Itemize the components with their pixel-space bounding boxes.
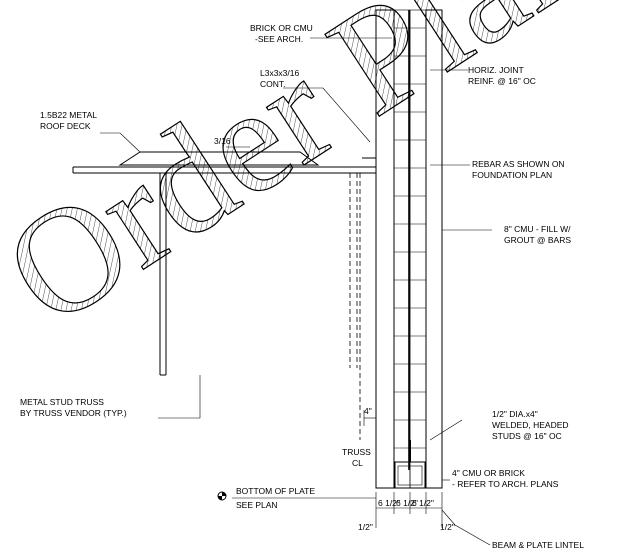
dim-four: 4" [364, 406, 372, 416]
note-cmu-brick: 4" CMU OR BRICK - REFER TO ARCH. PLANS [452, 468, 559, 489]
note-rebar: REBAR AS SHOWN ON FOUNDATION PLAN [472, 159, 567, 180]
note-cmu-fill: 8" CMU - FILL W/ GROUT @ BARS [504, 224, 573, 245]
dim-six-half-a: 6 1/2" [378, 498, 400, 508]
note-bottom-plate: BOTTOM OF PLATE [236, 486, 315, 496]
dimension-chain [232, 492, 443, 528]
roof-assembly [72, 151, 377, 440]
note-roof-deck: 1.5B22 METAL ROOF DECK [40, 110, 99, 131]
note-horiz-joint: HORIZ. JOINT REINF. @ 16" OC [468, 65, 536, 86]
dim-half-left: 1/2" [358, 522, 373, 532]
dim-half-right: 1/2" [440, 522, 455, 532]
note-truss: METAL STUD TRUSS BY TRUSS VENDOR (TYP.) [20, 397, 127, 418]
note-angle: L3x3x3/16 CONT. [260, 68, 302, 89]
leader-lines [100, 37, 492, 546]
note-truss-cl: TRUSS CL [342, 447, 373, 468]
masonry-wall [375, 9, 443, 489]
dim-six-half-c: 6 1/2" [412, 498, 434, 508]
level-marker-icon [217, 491, 227, 501]
note-studs: 1/2" DIA.x4" WELDED, HEADED STUDS @ 16" … [492, 409, 571, 441]
note-see-plan: SEE PLAN [236, 500, 278, 510]
dim-six-half-b: 6 1/2" [396, 498, 418, 508]
note-lintel: BEAM & PLATE LINTEL [492, 540, 584, 550]
note-weld: 3/16 [214, 136, 231, 146]
note-brick-cmu: BRICK OR CMU -SEE ARCH. [250, 23, 315, 44]
